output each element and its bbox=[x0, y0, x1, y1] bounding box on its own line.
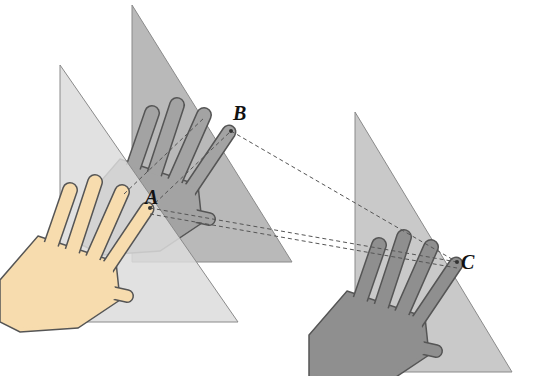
point-label: B bbox=[233, 103, 246, 123]
point-label: A bbox=[145, 187, 158, 207]
hand bbox=[0, 182, 147, 332]
dashed-line bbox=[124, 117, 457, 268]
point-dot bbox=[148, 129, 459, 264]
point-label: C bbox=[461, 252, 474, 272]
